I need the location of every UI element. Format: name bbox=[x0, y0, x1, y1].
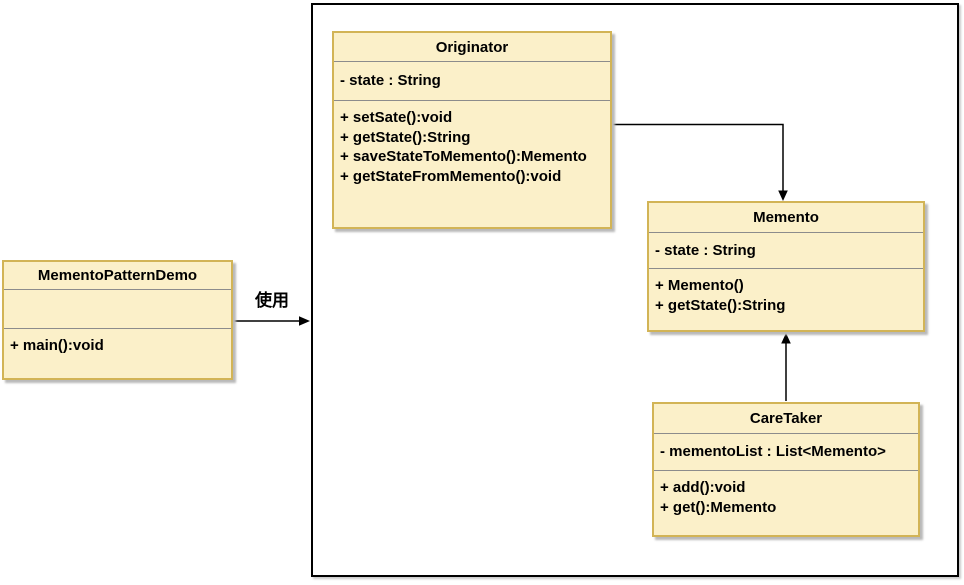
attribute-line: - state : String bbox=[655, 241, 756, 259]
method-line: + setSate():void bbox=[340, 109, 453, 126]
class-box-originator[interactable]: Originator - state : String + setSate():… bbox=[332, 31, 612, 229]
class-methods-section: + setSate():void + getState():String + s… bbox=[334, 101, 610, 227]
method-line: + add():void bbox=[660, 479, 746, 496]
class-title: CareTaker bbox=[654, 404, 918, 434]
class-box-mementopatterndemo[interactable]: MementoPatternDemo + main():void bbox=[2, 260, 233, 380]
class-box-caretaker[interactable]: CareTaker - mementoList : List<Memento> … bbox=[652, 402, 920, 537]
class-attributes-section: - mementoList : List<Memento> bbox=[654, 434, 918, 471]
system-boundary-box[interactable] bbox=[311, 3, 959, 577]
method-line: + get():Memento bbox=[660, 498, 777, 516]
method-line: + getStateFromMemento():void bbox=[340, 167, 562, 185]
method-line: + getState():String bbox=[655, 296, 786, 314]
edge-demo-uses-system[interactable] bbox=[233, 316, 310, 326]
attribute-line: - mementoList : List<Memento> bbox=[660, 443, 886, 461]
class-attributes-section bbox=[4, 290, 231, 329]
class-methods-section: + main():void bbox=[4, 329, 231, 378]
use-edge-label: 使用 bbox=[255, 291, 289, 311]
attribute-line: - state : String bbox=[340, 72, 441, 90]
class-attributes-section: - state : String bbox=[334, 62, 610, 101]
class-title: Memento bbox=[649, 203, 923, 233]
class-box-memento[interactable]: Memento - state : String + Memento() + g… bbox=[647, 201, 925, 332]
method-line: + getState():String bbox=[340, 128, 471, 146]
class-attributes-section: - state : String bbox=[649, 233, 923, 269]
class-title: MementoPatternDemo bbox=[4, 262, 231, 290]
class-title: Originator bbox=[334, 33, 610, 62]
class-methods-section: + add():void + get():Memento bbox=[654, 471, 918, 535]
method-line: + Memento() bbox=[655, 277, 744, 294]
method-line: + saveStateToMemento():Memento bbox=[340, 148, 587, 165]
method-line: + main():void bbox=[10, 337, 104, 354]
class-methods-section: + Memento() + getState():String bbox=[649, 269, 923, 330]
